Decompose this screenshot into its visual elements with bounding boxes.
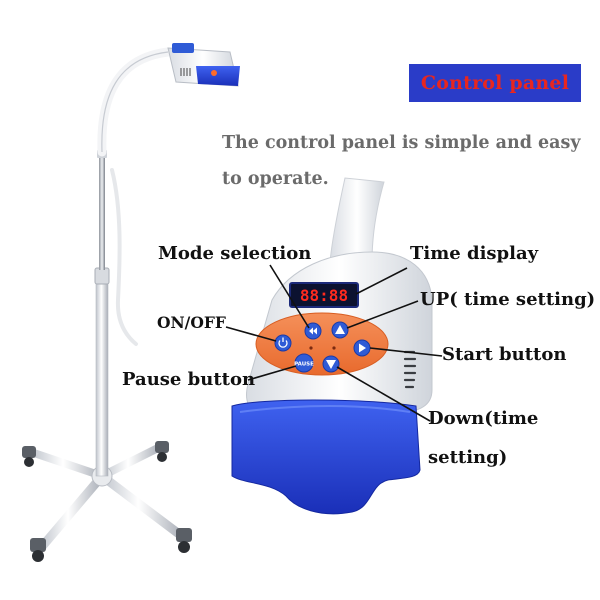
- caster-wheel: [176, 528, 192, 553]
- gooseneck-arm: [97, 47, 173, 157]
- stand-base: [22, 441, 192, 562]
- label-start-button: Start button: [442, 344, 567, 365]
- label-time-display: Time display: [410, 243, 539, 264]
- intro-line-2: to operate.: [222, 169, 329, 189]
- label-down-line-2: setting): [428, 447, 508, 468]
- caster-wheel: [30, 538, 46, 562]
- label-up-time-setting: UP( time setting): [420, 289, 596, 310]
- caster-wheel: [155, 441, 169, 462]
- start-button[interactable]: [353, 339, 371, 357]
- down-button[interactable]: [322, 355, 340, 373]
- label-on-off: ON/OFF: [157, 313, 226, 332]
- intro-text: The control panel is simple and easy to …: [222, 125, 592, 197]
- callout-up: [346, 300, 419, 329]
- label-mode-selection: Mode selection: [158, 243, 312, 264]
- mode-button[interactable]: [304, 322, 322, 340]
- display-readout: 88:88: [300, 286, 348, 305]
- power-button[interactable]: [274, 334, 292, 352]
- indicator-led: [309, 346, 313, 350]
- caster-wheel: [22, 446, 36, 467]
- callout-pause: [247, 365, 297, 381]
- label-down-line-1: Down(time: [428, 408, 539, 429]
- power-cable: [110, 168, 138, 346]
- callout-onoff: [225, 326, 277, 342]
- label-pause-button: Pause button: [122, 369, 256, 390]
- control-panel-banner: Control panel: [409, 64, 581, 102]
- callout-start: [369, 347, 443, 357]
- stand-pole: [94, 150, 110, 477]
- mouthpiece: [231, 399, 421, 515]
- banner-title: Control panel: [420, 72, 570, 94]
- intro-line-1: The control panel is simple and easy: [222, 133, 581, 153]
- time-display: 88:88: [289, 282, 359, 308]
- control-pad: [255, 312, 389, 376]
- pause-button-text: PAUSE: [294, 362, 314, 368]
- pause-button[interactable]: PAUSE: [294, 353, 314, 373]
- indicator-led: [332, 346, 336, 350]
- callout-lines: [225, 264, 443, 422]
- up-button[interactable]: [331, 321, 349, 339]
- callout-time-display: [355, 267, 408, 295]
- callout-down: [336, 366, 431, 422]
- lamp-head-small: [167, 43, 240, 87]
- callout-mode: [269, 264, 310, 329]
